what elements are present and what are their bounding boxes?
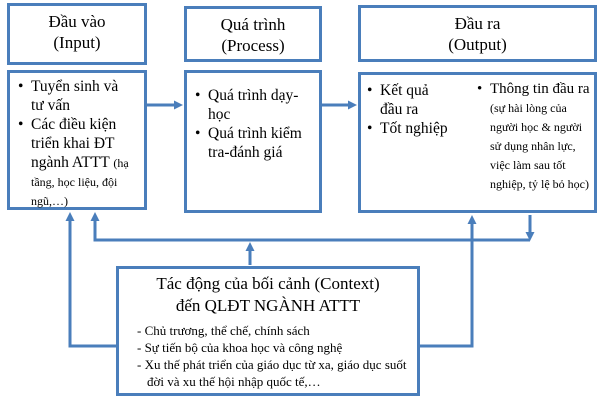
process-list: • Quá trình dạy-học • Quá trình kiểm tra… <box>187 73 319 162</box>
arrow-context-to-output <box>419 215 477 348</box>
output-header-box: Đầu ra (Output) <box>358 5 597 62</box>
output-subtitle: (Output) <box>448 35 507 54</box>
input-content-box: • Tuyển sinh và tư vấn • Các điều kiện t… <box>7 70 147 210</box>
bullet-icon: • <box>477 81 483 97</box>
context-item: - Chủ trương, thể chế, chính sách <box>137 323 310 338</box>
bullet-icon: • <box>18 116 24 133</box>
list-item-text: Thông tin đầu ra (sự hài lòng của người … <box>490 81 590 191</box>
bullet-icon: • <box>195 125 201 142</box>
bullet-icon: • <box>195 87 201 104</box>
context-box: Tác động của bối cảnh (Context) đến QLĐT… <box>116 266 420 396</box>
list-item-text: Các điều kiện triển khai ĐT ngành ATTT (… <box>31 116 129 208</box>
list-item-text: Kết quả đầu ra <box>380 82 429 118</box>
input-subtitle: (Input) <box>53 33 101 52</box>
arrow-context-to-input <box>65 212 117 348</box>
context-title: Tác động của bối cảnh (Context) đến QLĐT… <box>119 269 417 317</box>
process-header-box: Quá trình (Process) <box>184 6 322 62</box>
arrow-feedback-to-input <box>90 212 530 242</box>
list-item: • Kết quả đầu ra <box>367 81 454 119</box>
input-title: Đầu vào <box>48 12 106 31</box>
list-item-note: (sự hài lòng của người học & người sử dụ… <box>490 101 589 191</box>
output-results-box: • Kết quả đầu ra • Tốt nghiệp <box>358 72 473 213</box>
bullet-icon: • <box>367 120 373 137</box>
process-subtitle: (Process) <box>221 36 285 55</box>
input-list: • Tuyển sinh và tư vấn • Các điều kiện t… <box>10 73 144 210</box>
list-item: • Tuyển sinh và tư vấn <box>18 77 132 115</box>
list-item: • Thông tin đầu ra (sự hài lòng của ngườ… <box>477 80 591 194</box>
context-title-line1: Tác động của bối cảnh (Context) <box>156 274 380 293</box>
list-item-text: Tốt nghiệp <box>380 120 448 137</box>
context-list: - Chủ trương, thể chế, chính sách - Sự t… <box>119 322 417 390</box>
output-info-list: • Thông tin đầu ra (sự hài lòng của ngườ… <box>470 75 594 194</box>
bullet-icon: • <box>367 82 373 99</box>
bullet-icon: • <box>18 78 24 95</box>
output-info-box: • Thông tin đầu ra (sự hài lòng của ngườ… <box>470 72 597 213</box>
list-item: • Tốt nghiệp <box>367 119 454 138</box>
context-item: - Xu thế phát triển của giáo dục từ xa, … <box>137 357 407 389</box>
context-title-line2: đến QLĐT NGÀNH ATTT <box>175 296 361 315</box>
list-item-note: (hạ tầng, học liệu, đội ngũ,…) <box>31 156 129 208</box>
output-title: Đầu ra <box>454 14 501 33</box>
process-title: Quá trình <box>220 15 286 34</box>
list-item: • Quá trình dạy-học <box>195 86 313 124</box>
list-item-text: Tuyển sinh và tư vấn <box>31 78 119 114</box>
list-item: • Các điều kiện triển khai ĐT ngành ATTT… <box>18 115 132 210</box>
context-item: - Sự tiến bộ của khoa học và công nghệ <box>137 340 343 355</box>
list-item: • Quá trình kiểm tra-đánh giá <box>195 124 313 162</box>
list-item-text: Quá trình dạy-học <box>208 87 299 123</box>
list-item-text: Quá trình kiểm tra-đánh giá <box>208 125 302 161</box>
input-header-box: Đầu vào (Input) <box>7 3 147 65</box>
process-content-box: • Quá trình dạy-học • Quá trình kiểm tra… <box>184 70 322 213</box>
output-results-list: • Kết quả đầu ra • Tốt nghiệp <box>361 75 470 138</box>
